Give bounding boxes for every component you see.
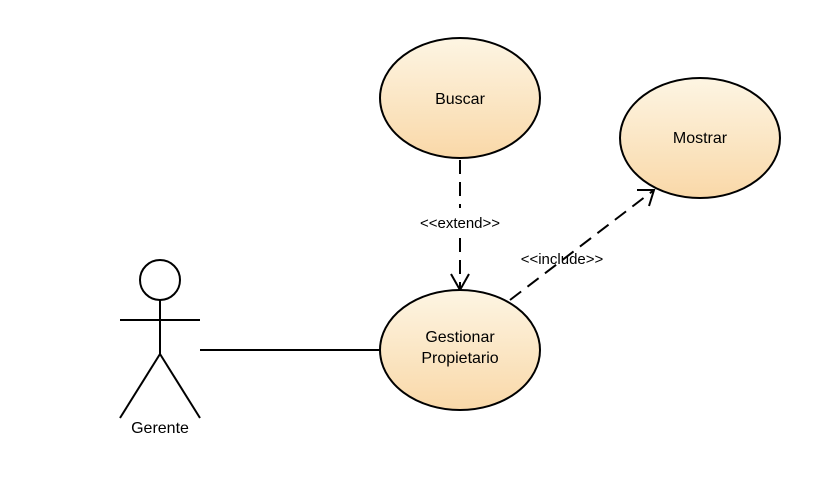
actor-left-leg bbox=[119, 353, 161, 419]
usecase-gestionar-propietario[interactable]: Gestionar Propietario bbox=[379, 289, 541, 411]
extend-relationship[interactable]: <<extend>> bbox=[420, 160, 500, 293]
usecase-gestionar-ellipse bbox=[379, 289, 541, 411]
include-line bbox=[509, 189, 655, 301]
usecase-mostrar-ellipse bbox=[619, 77, 781, 199]
usecase-buscar-label: Buscar bbox=[435, 91, 485, 108]
include-label: <<include>> bbox=[521, 251, 604, 268]
actor-gerente[interactable]: Gerente bbox=[119, 259, 201, 437]
extend-label: <<extend>> bbox=[420, 215, 500, 232]
usecase-buscar[interactable]: Buscar bbox=[379, 37, 541, 159]
include-arrowhead bbox=[637, 189, 656, 207]
actor-right-leg bbox=[159, 353, 201, 419]
usecase-buscar-ellipse bbox=[379, 37, 541, 159]
actor-label: Gerente bbox=[131, 420, 189, 437]
usecase-gestionar-label-line1: Gestionar bbox=[425, 329, 495, 346]
usecase-mostrar[interactable]: Mostrar bbox=[619, 77, 781, 199]
actor-head bbox=[139, 259, 181, 301]
include-relationship[interactable]: <<include>> bbox=[509, 189, 656, 301]
usecase-mostrar-label: Mostrar bbox=[673, 130, 728, 147]
usecase-gestionar-label-line2: Propietario bbox=[421, 350, 498, 367]
